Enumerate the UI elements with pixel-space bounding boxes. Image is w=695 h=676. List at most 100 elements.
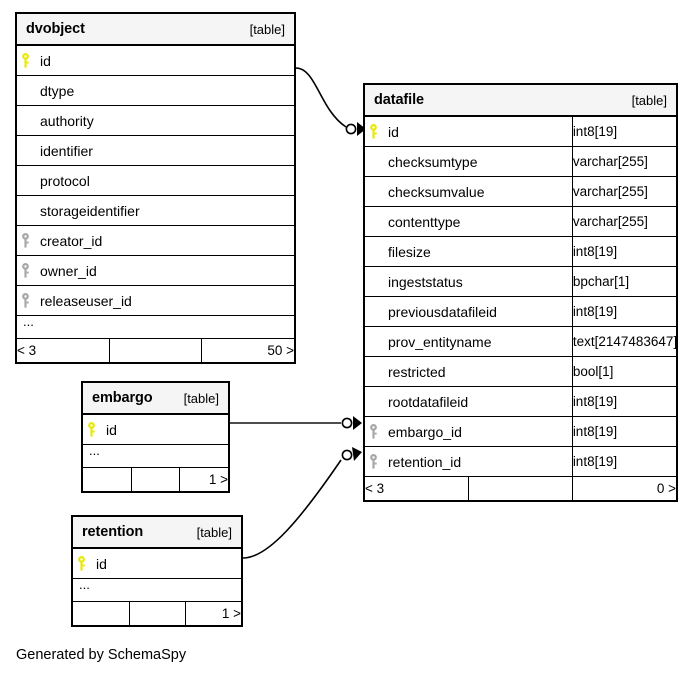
more-columns-indicator: ...: [17, 315, 294, 339]
column-name: checksumvalue: [388, 183, 485, 200]
column-type: bpchar[1]: [571, 266, 676, 297]
column-name: previousdatafileid: [388, 303, 497, 320]
footer-right-count[interactable]: 50 >: [201, 338, 294, 362]
footer-right-count[interactable]: 0 >: [571, 476, 676, 500]
table-dvobject[interactable]: dvobject [table]: [15, 12, 296, 364]
column-name: rootdatafileid: [388, 393, 469, 410]
more-columns-indicator: ...: [83, 444, 228, 468]
table-row[interactable]: id int8[19]: [365, 115, 676, 147]
table-row[interactable]: identifier: [17, 135, 294, 166]
table-row[interactable]: prov_entityname text[2147483647]: [365, 326, 677, 357]
footer-middle-cell: [128, 601, 186, 625]
primary-key-icon: [83, 422, 99, 437]
column-name: contenttype: [388, 213, 461, 230]
footer-left-count[interactable]: < 3: [17, 338, 110, 362]
table-header-dvobject: dvobject [table]: [17, 14, 294, 46]
footer-right-count[interactable]: 1 >: [179, 467, 228, 491]
column-name: storageidentifier: [40, 202, 140, 219]
table-footer-retention: 1 >: [73, 601, 241, 625]
table-footer-datafile: < 3 0 >: [365, 476, 676, 500]
ellipsis-label: ...: [73, 578, 241, 602]
table-row[interactable]: owner_id: [17, 255, 294, 286]
table-row[interactable]: embargo_id int8[19]: [365, 416, 676, 447]
table-row[interactable]: ingeststatus bpchar[1]: [365, 266, 676, 297]
table-row[interactable]: id: [83, 413, 228, 445]
more-columns-indicator: ...: [73, 578, 241, 602]
table-row[interactable]: rootdatafileid int8[19]: [365, 386, 676, 417]
table-title: embargo: [92, 390, 153, 406]
table-row[interactable]: checksumvalue varchar[255]: [365, 176, 676, 207]
column-name: protocol: [40, 172, 90, 189]
column-type: int8[19]: [571, 386, 676, 417]
primary-key-icon: [17, 53, 33, 68]
column-name: prov_entityname: [388, 333, 492, 350]
table-row[interactable]: protocol: [17, 165, 294, 196]
column-name: id: [96, 555, 107, 572]
column-name: id: [40, 52, 51, 69]
table-row[interactable]: id: [17, 44, 294, 76]
footer-middle-cell: [108, 338, 203, 362]
column-name: owner_id: [40, 262, 97, 279]
table-retention[interactable]: retention [table]: [71, 515, 243, 627]
ellipsis-label: ...: [17, 315, 294, 339]
column-name: identifier: [40, 142, 93, 159]
table-header-embargo: embargo [table]: [83, 383, 228, 415]
column-name: creator_id: [40, 232, 103, 249]
foreign-key-icon: [17, 293, 33, 308]
table-kind-label: [table]: [631, 92, 667, 108]
column-name: authority: [40, 112, 94, 129]
footer-left-count[interactable]: < 3: [365, 476, 470, 500]
foreign-key-icon: [365, 424, 381, 439]
column-name: ingeststatus: [388, 273, 463, 290]
column-type: int8[19]: [571, 296, 676, 327]
table-row[interactable]: creator_id: [17, 225, 294, 256]
primary-key-icon: [73, 556, 89, 571]
column-name: restricted: [388, 363, 446, 380]
table-title: retention: [82, 524, 144, 540]
table-row[interactable]: contenttype varchar[255]: [365, 206, 676, 237]
ellipsis-label: ...: [83, 444, 228, 468]
column-type: text[2147483647]: [571, 326, 677, 357]
table-header-retention: retention [table]: [73, 517, 241, 549]
column-name: retention_id: [388, 453, 462, 470]
table-kind-label: [table]: [196, 524, 232, 540]
table-kind-label: [table]: [249, 21, 285, 37]
foreign-key-icon: [17, 263, 33, 278]
table-row[interactable]: authority: [17, 105, 294, 136]
table-row[interactable]: storageidentifier: [17, 195, 294, 226]
column-name: id: [106, 421, 117, 438]
table-title: datafile: [374, 92, 424, 108]
table-row[interactable]: releaseuser_id: [17, 285, 294, 316]
table-row[interactable]: restricted bool[1]: [365, 356, 676, 387]
footer-left-count[interactable]: [73, 601, 130, 625]
foreign-key-icon: [17, 233, 33, 248]
table-row[interactable]: id: [73, 547, 241, 579]
column-type: int8[19]: [571, 115, 676, 147]
column-type: varchar[255]: [571, 176, 676, 207]
column-name: filesize: [388, 243, 431, 260]
edge-retention-datafile: [242, 447, 362, 559]
table-row[interactable]: filesize int8[19]: [365, 236, 676, 267]
column-type: bool[1]: [571, 356, 676, 387]
column-type: int8[19]: [571, 416, 676, 447]
table-title: dvobject: [26, 21, 85, 37]
table-row[interactable]: dtype: [17, 75, 294, 106]
foreign-key-icon: [365, 454, 381, 469]
column-type: int8[19]: [571, 446, 676, 477]
edge-embargo-datafile: [230, 416, 362, 430]
table-row[interactable]: retention_id int8[19]: [365, 446, 676, 477]
footer-left-count[interactable]: [83, 467, 132, 491]
table-header-datafile: datafile [table]: [365, 85, 676, 117]
footer-middle-cell: [130, 467, 181, 491]
column-name: embargo_id: [388, 423, 462, 440]
column-type: varchar[255]: [571, 206, 676, 237]
footer-middle-cell: [468, 476, 573, 500]
edge-dvobject-datafile: [295, 67, 366, 136]
footer-right-count[interactable]: 1 >: [184, 601, 241, 625]
table-embargo[interactable]: embargo [table]: [81, 381, 230, 493]
table-datafile[interactable]: datafile [table]: [363, 83, 678, 502]
column-name: checksumtype: [388, 153, 478, 170]
table-row[interactable]: previousdatafileid int8[19]: [365, 296, 676, 327]
table-row[interactable]: checksumtype varchar[255]: [365, 146, 676, 177]
